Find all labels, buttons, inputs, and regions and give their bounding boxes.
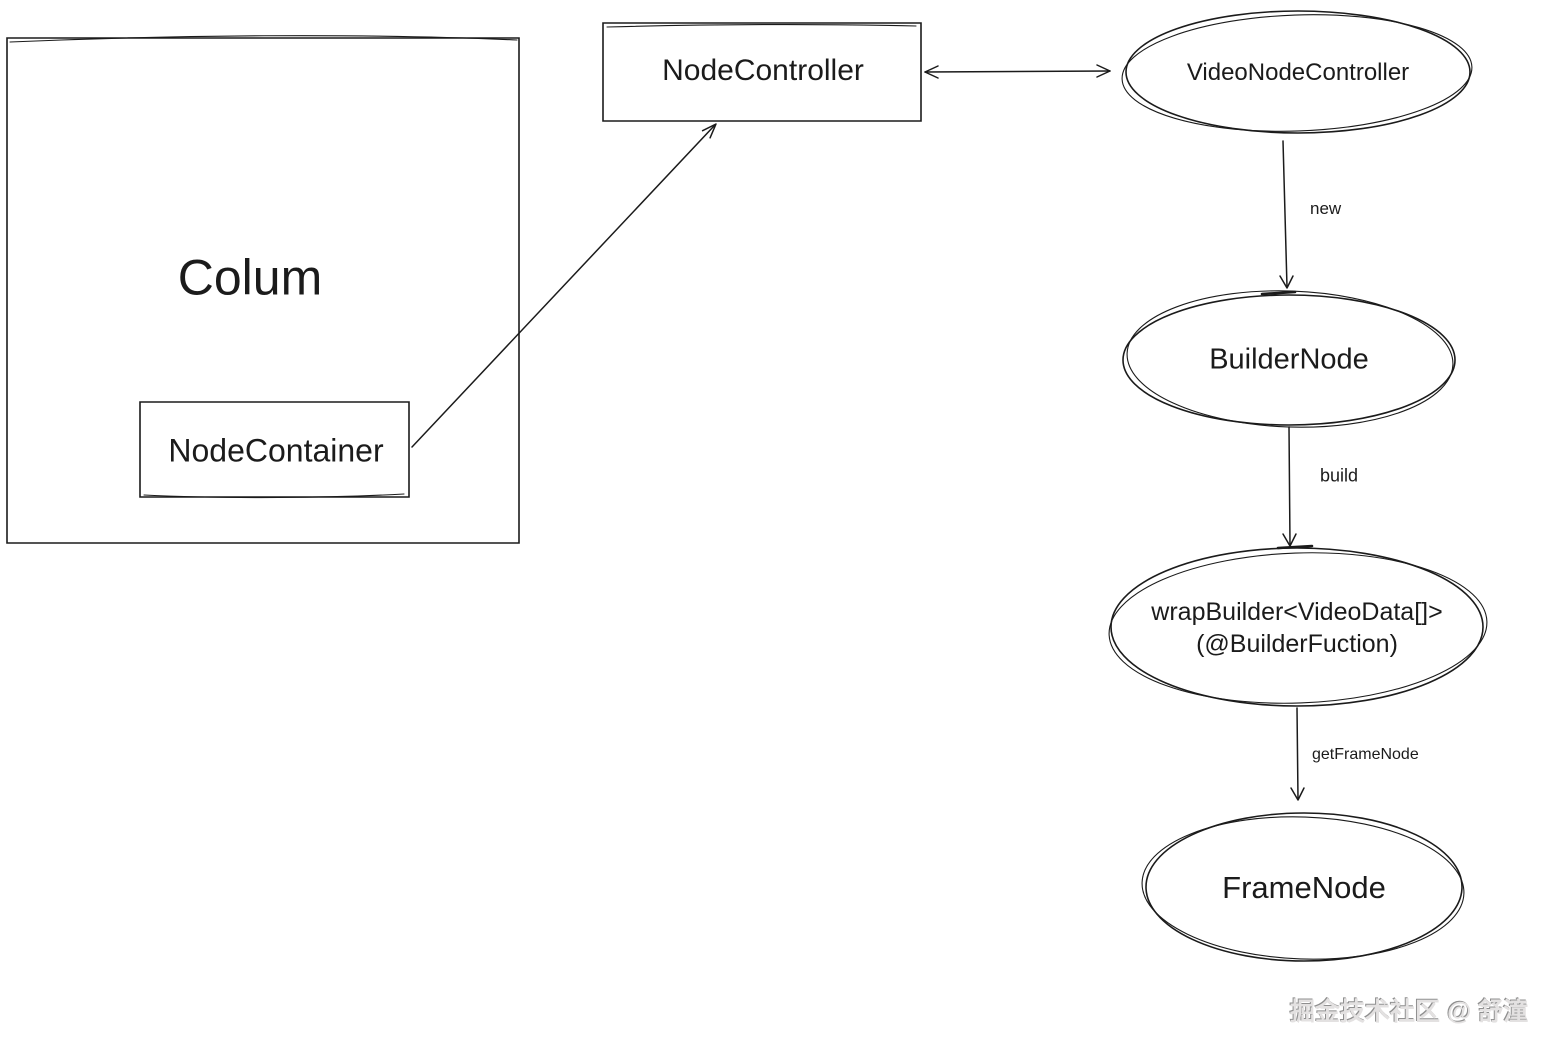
wrap-builder-label-line1: wrapBuilder<VideoData[]> [1151,598,1443,626]
edge-label-build: build [1320,465,1359,486]
arrow-build [1278,427,1312,548]
node-controller-box-outline [603,23,921,121]
arrow-nodecontainer-to-nodecontroller [412,124,716,447]
watermark-text: 掘金技术社区 @ 舒潼 [1290,998,1529,1026]
builder-node-label: BuilderNode [1209,343,1369,376]
edge-label-getframenode: getFrameNode [1312,746,1419,763]
video-node-controller-ellipse-outline [1120,9,1474,137]
frame-node-ellipse-outline [1140,811,1467,964]
node-controller-label: NodeController [662,53,864,87]
node-container-label: NodeContainer [168,432,384,469]
wrap-builder-label: wrapBuilder<VideoData[]> (@BuilderFuctio… [1151,596,1442,660]
colum-box-outline [7,36,519,543]
frame-node-label: FrameNode [1222,870,1386,906]
colum-label: Colum [177,249,323,306]
arrow-getframenode [1291,708,1304,800]
video-node-controller-label: VideoNodeController [1186,59,1410,87]
arrow-new [1262,141,1295,294]
node-container-box-outline [140,402,409,498]
arrow-nodecontroller-videonodecontroller [925,65,1110,78]
wrap-builder-label-line2: (@BuilderFuction) [1196,630,1398,658]
edge-label-new: new [1310,199,1342,218]
